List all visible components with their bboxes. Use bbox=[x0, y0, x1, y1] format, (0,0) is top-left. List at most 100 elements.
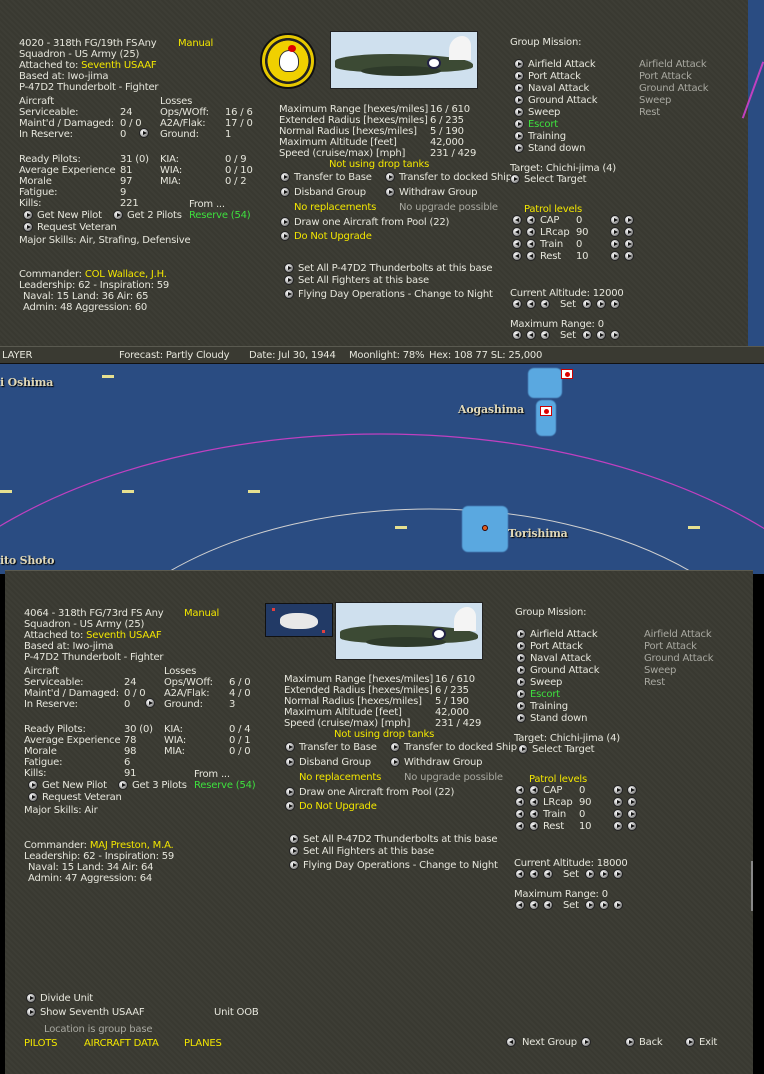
increase-icon[interactable] bbox=[609, 299, 620, 309]
request-veteran-button[interactable]: Request Veteran bbox=[23, 222, 117, 234]
commander-link[interactable]: COL Wallace, J.H. bbox=[84, 269, 167, 280]
map-view[interactable]: i Oshima Aogashima Torishima ito Shoto bbox=[0, 364, 764, 574]
set-all-fighters-button[interactable]: Set All Fighters at this base bbox=[289, 846, 434, 858]
layer-label[interactable]: LAYER bbox=[2, 350, 33, 361]
increase-step-icon[interactable] bbox=[598, 900, 609, 910]
decrease-icon[interactable] bbox=[515, 900, 525, 910]
decrease-step-icon[interactable] bbox=[529, 797, 539, 807]
increase-icon[interactable] bbox=[627, 785, 637, 795]
increase-icon[interactable] bbox=[627, 821, 637, 831]
mission-airfield-attack[interactable]: Airfield Attack bbox=[514, 59, 597, 71]
disband-button[interactable]: Disband Group bbox=[285, 757, 371, 769]
withdraw-button[interactable]: Withdraw Group bbox=[390, 757, 482, 769]
transfer-base-button[interactable]: Transfer to Base bbox=[285, 742, 377, 754]
get-new-pilot-button[interactable]: Get New Pilot bbox=[28, 780, 107, 792]
select-target-button[interactable]: Select Target bbox=[510, 174, 587, 186]
mission-naval-attack[interactable]: Naval Attack bbox=[516, 653, 599, 665]
decrease-icon[interactable] bbox=[515, 785, 525, 795]
secondary-mission-item[interactable]: Airfield Attack bbox=[639, 59, 707, 70]
no-replacements-toggle[interactable]: No replacements bbox=[299, 772, 382, 783]
commander-link[interactable]: MAJ Preston, M.A. bbox=[89, 840, 174, 851]
decrease-icon[interactable] bbox=[515, 821, 525, 831]
secondary-mission-item[interactable]: Sweep bbox=[639, 95, 672, 106]
no-replacements-toggle[interactable]: No replacements bbox=[294, 202, 377, 213]
set-all-type-button[interactable]: Set All P-47D2 Thunderbolts at this base bbox=[284, 263, 493, 275]
secondary-mission-item[interactable]: Sweep bbox=[644, 665, 677, 676]
draw-aircraft-button[interactable]: Draw one Aircraft from Pool (22) bbox=[280, 217, 449, 229]
attached-hq-link[interactable]: Seventh USAAF bbox=[86, 630, 162, 641]
decrease-step-icon[interactable] bbox=[526, 251, 536, 261]
air-unit-icon[interactable] bbox=[102, 375, 114, 378]
mission-port-attack[interactable]: Port Attack bbox=[516, 641, 599, 653]
do-not-upgrade-button[interactable]: Do Not Upgrade bbox=[285, 801, 377, 813]
increase-step-icon[interactable] bbox=[613, 797, 623, 807]
attached-hq-link[interactable]: Seventh USAAF bbox=[81, 60, 157, 71]
reserve-button[interactable] bbox=[139, 128, 153, 140]
set-all-fighters-button[interactable]: Set All Fighters at this base bbox=[284, 275, 429, 287]
decrease-icon[interactable] bbox=[515, 869, 525, 879]
increase-step-icon[interactable] bbox=[598, 869, 609, 879]
mission-sweep[interactable]: Sweep bbox=[514, 107, 597, 119]
reserve-pool-link[interactable]: Reserve (54) bbox=[189, 210, 251, 221]
decrease-step-icon[interactable] bbox=[529, 809, 539, 819]
mission-escort[interactable]: Escort bbox=[516, 689, 599, 701]
decrease-step-icon[interactable] bbox=[526, 330, 536, 340]
decrease-step-icon[interactable] bbox=[526, 215, 536, 225]
back-button[interactable]: Back bbox=[625, 1037, 663, 1049]
tab-aircraft-data[interactable]: AIRCRAFT DATA bbox=[84, 1038, 159, 1049]
decrease-icon[interactable] bbox=[512, 330, 522, 340]
increase-step-icon[interactable] bbox=[610, 215, 620, 225]
transfer-base-button[interactable]: Transfer to Base bbox=[280, 172, 372, 184]
draw-aircraft-button[interactable]: Draw one Aircraft from Pool (22) bbox=[285, 787, 454, 799]
drop-tanks-toggle[interactable]: Not using drop tanks bbox=[334, 729, 435, 740]
decrease-small-icon[interactable] bbox=[543, 900, 553, 910]
unit-oob-link[interactable]: Unit OOB bbox=[214, 1007, 259, 1018]
decrease-step-icon[interactable] bbox=[529, 900, 539, 910]
increase-icon[interactable] bbox=[609, 330, 620, 340]
divide-unit-button[interactable]: Divide Unit bbox=[26, 993, 93, 1005]
select-target-button[interactable]: Select Target bbox=[518, 744, 595, 756]
increase-step-icon[interactable] bbox=[610, 239, 620, 249]
increase-small-icon[interactable] bbox=[584, 869, 595, 879]
mission-sweep[interactable]: Sweep bbox=[516, 677, 599, 689]
increase-step-icon[interactable] bbox=[610, 227, 620, 237]
japan-base-icon[interactable] bbox=[540, 406, 552, 416]
air-unit-icon[interactable] bbox=[688, 526, 700, 529]
set-all-type-button[interactable]: Set All P-47D2 Thunderbolts at this base bbox=[289, 834, 498, 846]
set-range-button[interactable]: Set bbox=[563, 900, 579, 911]
mission-escort[interactable]: Escort bbox=[514, 119, 597, 131]
increase-small-icon[interactable] bbox=[584, 900, 595, 910]
decrease-icon[interactable] bbox=[512, 299, 522, 309]
increase-icon[interactable] bbox=[627, 809, 637, 819]
secondary-mission-item[interactable]: Port Attack bbox=[644, 641, 697, 652]
secondary-mission-item[interactable]: Ground Attack bbox=[639, 83, 709, 94]
decrease-step-icon[interactable] bbox=[529, 869, 539, 879]
decrease-icon[interactable] bbox=[512, 239, 522, 249]
panel-scrollbar[interactable] bbox=[751, 861, 753, 911]
mission-training[interactable]: Training bbox=[516, 701, 599, 713]
secondary-mission-item[interactable]: Airfield Attack bbox=[644, 629, 712, 640]
air-unit-icon[interactable] bbox=[0, 490, 12, 493]
reserve-button[interactable] bbox=[145, 698, 159, 710]
increase-icon[interactable] bbox=[624, 239, 634, 249]
set-range-button[interactable]: Set bbox=[560, 330, 576, 341]
air-unit-icon[interactable] bbox=[248, 490, 260, 493]
secondary-mission-item[interactable]: Rest bbox=[639, 107, 660, 118]
request-veteran-button[interactable]: Request Veteran bbox=[28, 792, 122, 804]
increase-icon[interactable] bbox=[627, 797, 637, 807]
increase-step-icon[interactable] bbox=[613, 821, 623, 831]
increase-icon[interactable] bbox=[624, 251, 634, 261]
reserve-pool-link[interactable]: Reserve (54) bbox=[194, 780, 256, 791]
increase-small-icon[interactable] bbox=[581, 330, 592, 340]
exit-button[interactable]: Exit bbox=[685, 1037, 717, 1049]
decrease-small-icon[interactable] bbox=[540, 299, 550, 309]
mission-training[interactable]: Training bbox=[514, 131, 597, 143]
mission-naval-attack[interactable]: Naval Attack bbox=[514, 83, 597, 95]
decrease-icon[interactable] bbox=[512, 251, 522, 261]
decrease-step-icon[interactable] bbox=[529, 821, 539, 831]
manual-toggle[interactable]: Manual bbox=[178, 38, 214, 49]
drop-tanks-toggle[interactable]: Not using drop tanks bbox=[329, 159, 430, 170]
get-pilots-button[interactable]: Get 2 Pilots bbox=[113, 210, 182, 222]
decrease-step-icon[interactable] bbox=[526, 299, 536, 309]
increase-step-icon[interactable] bbox=[610, 251, 620, 261]
